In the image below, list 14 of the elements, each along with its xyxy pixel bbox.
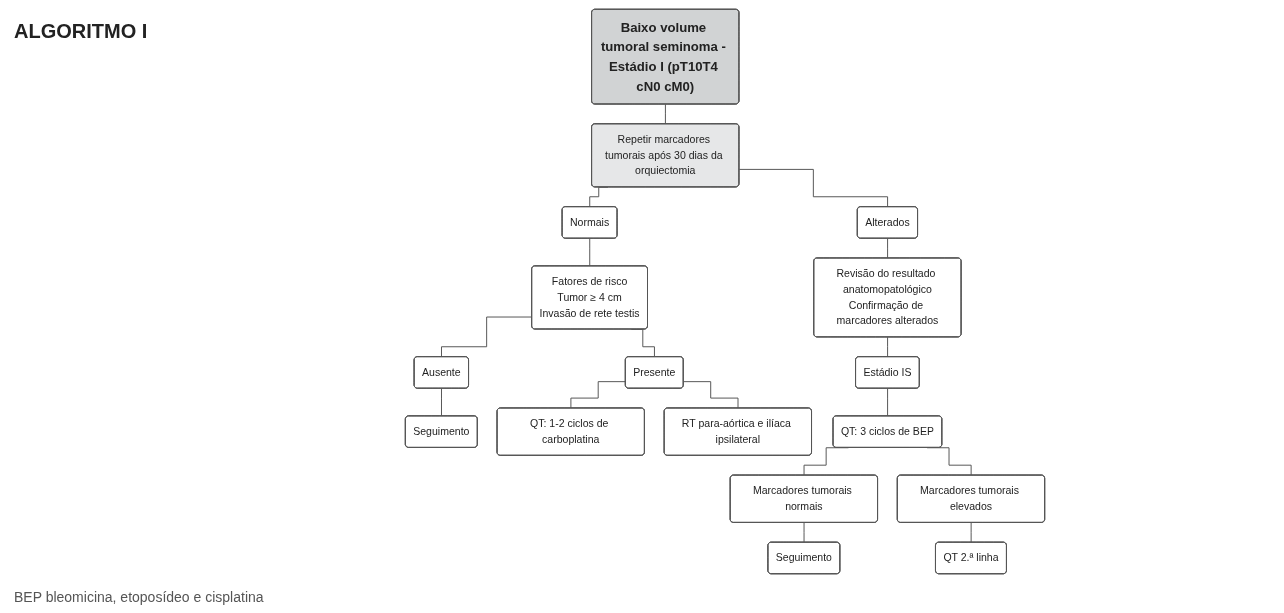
connector xyxy=(589,238,591,267)
connector xyxy=(970,522,972,543)
connector xyxy=(570,381,627,409)
connector xyxy=(887,388,889,417)
connector xyxy=(887,238,889,259)
diagram-title: ALGORITMO I xyxy=(14,20,148,43)
connector xyxy=(803,522,805,543)
connector xyxy=(887,336,889,358)
connector xyxy=(738,168,889,208)
footnote-text: BEP bleomicina, etoposídeo e cisplatina xyxy=(14,589,264,605)
connector xyxy=(683,381,739,409)
connector xyxy=(441,388,443,417)
connector xyxy=(664,103,667,125)
connector xyxy=(441,316,533,358)
